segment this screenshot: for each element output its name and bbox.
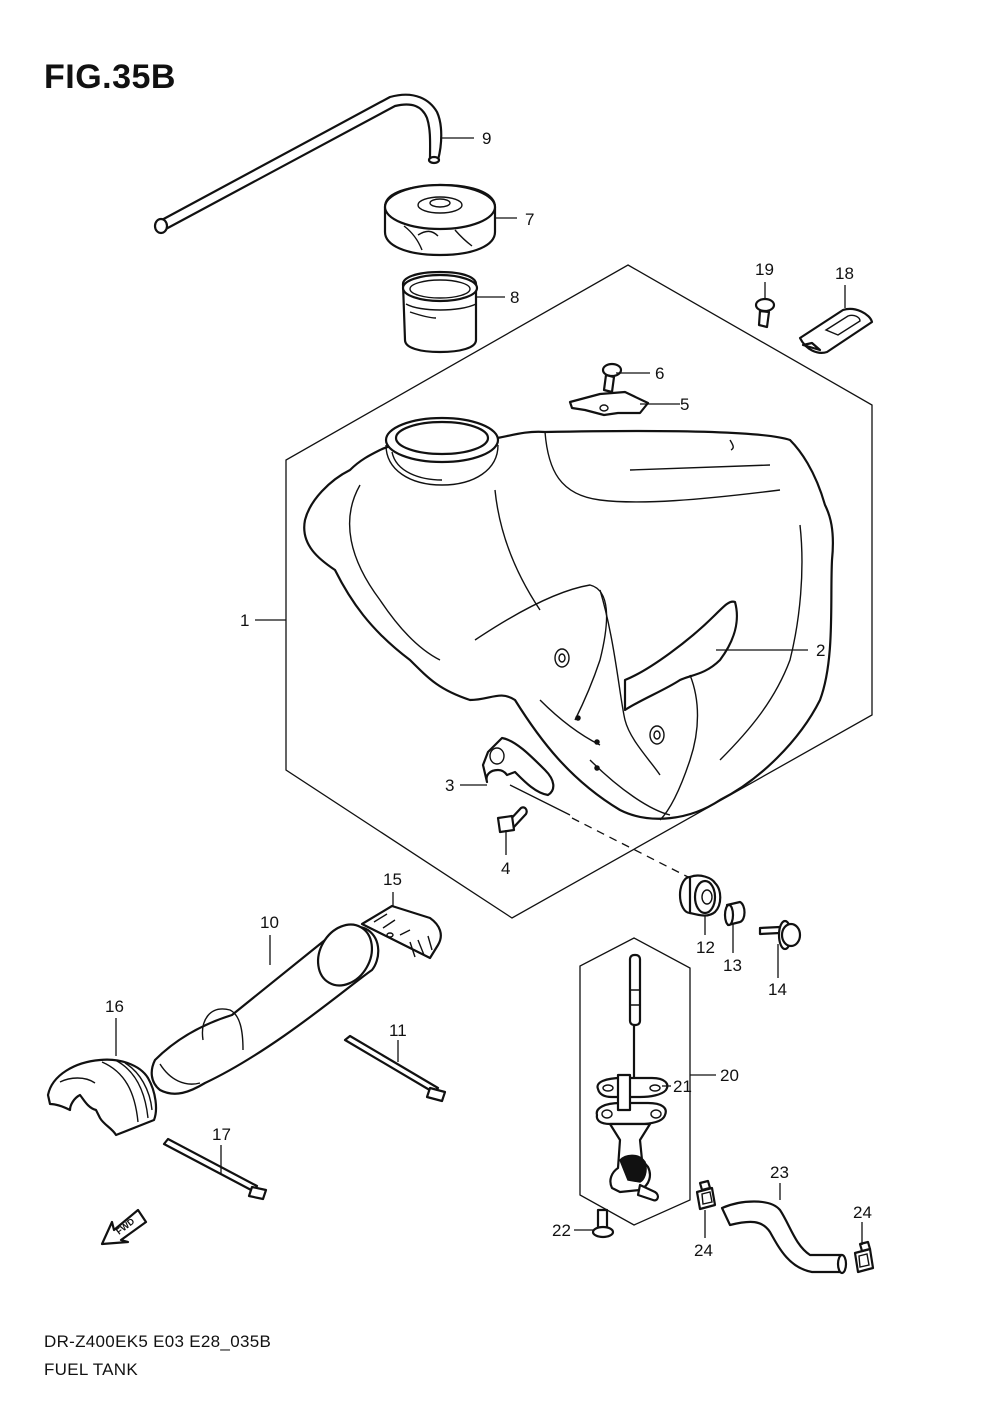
callout-24-right[interactable]: 24: [853, 1203, 872, 1222]
clamp-24-left[interactable]: [695, 1179, 717, 1211]
callout-17[interactable]: 17: [212, 1125, 231, 1144]
bolt-14[interactable]: [758, 919, 802, 951]
callout-15[interactable]: 15: [383, 870, 402, 889]
insulator-15[interactable]: [360, 904, 442, 960]
callout-16[interactable]: 16: [105, 997, 124, 1016]
model-code: DR-Z400EK5 E03 E28_035B: [44, 1332, 272, 1351]
fuel-valve-assembly-outline: [579, 937, 691, 1226]
screw-6[interactable]: [601, 362, 623, 394]
screw-19[interactable]: [754, 297, 776, 329]
callout-23[interactable]: 23: [770, 1163, 789, 1182]
tie-strap-17[interactable]: [162, 1137, 268, 1201]
callout-24-left[interactable]: 24: [694, 1241, 713, 1260]
bracket-5[interactable]: [568, 390, 650, 417]
fuel-valve-20[interactable]: [595, 953, 667, 1202]
callout-6[interactable]: 6: [655, 364, 664, 383]
clamp-24-right[interactable]: [853, 1240, 875, 1274]
collar-13[interactable]: [723, 900, 746, 927]
figure-title: FIG.35B: [44, 58, 176, 96]
insulator-16[interactable]: [46, 1058, 158, 1137]
fuel-hose-23[interactable]: [720, 1200, 848, 1275]
insulator-10[interactable]: [150, 915, 383, 1095]
fuel-hose-9[interactable]: [153, 93, 443, 235]
bolt-4[interactable]: [496, 806, 528, 834]
section-name: FUEL TANK: [44, 1360, 139, 1379]
callout-18[interactable]: 18: [835, 264, 854, 283]
callout-labels: 1 2 3 4 5 6 7 8 9 10 11 12 13 14 15 16 1…: [105, 129, 872, 1260]
tank-side-panel[interactable]: [623, 600, 738, 821]
callout-19[interactable]: 19: [755, 260, 774, 279]
fuel-tank[interactable]: [303, 416, 834, 820]
callout-22[interactable]: 22: [552, 1221, 571, 1240]
callout-20[interactable]: 20: [720, 1066, 739, 1085]
callout-5[interactable]: 5: [680, 395, 689, 414]
fwd-arrow-icon: FWD: [100, 1208, 148, 1246]
callout-2[interactable]: 2: [816, 641, 825, 660]
gasket-21[interactable]: [596, 1073, 669, 1112]
filler-ring-8[interactable]: [401, 270, 479, 354]
callout-21[interactable]: 21: [673, 1077, 692, 1096]
fuel-cap-7[interactable]: [383, 183, 497, 257]
callout-1[interactable]: 1: [240, 611, 249, 630]
callout-8[interactable]: 8: [510, 288, 519, 307]
leader-lines: [115, 137, 863, 1245]
screw-22[interactable]: [591, 1208, 615, 1239]
callout-10[interactable]: 10: [260, 913, 279, 932]
callout-11[interactable]: 11: [389, 1021, 407, 1040]
strap-18[interactable]: [798, 307, 874, 354]
callout-3[interactable]: 3: [445, 776, 454, 795]
callout-12[interactable]: 12: [696, 938, 715, 957]
tank-bracket[interactable]: [481, 736, 555, 797]
callout-4[interactable]: 4: [501, 859, 510, 878]
tie-strap-11[interactable]: [343, 1034, 447, 1103]
callout-13[interactable]: 13: [723, 956, 742, 975]
tank-assembly-outline: [285, 264, 873, 919]
callout-14[interactable]: 14: [768, 980, 787, 999]
cushion-12[interactable]: [678, 874, 722, 917]
callout-9[interactable]: 9: [482, 129, 491, 148]
callout-7[interactable]: 7: [525, 210, 534, 229]
